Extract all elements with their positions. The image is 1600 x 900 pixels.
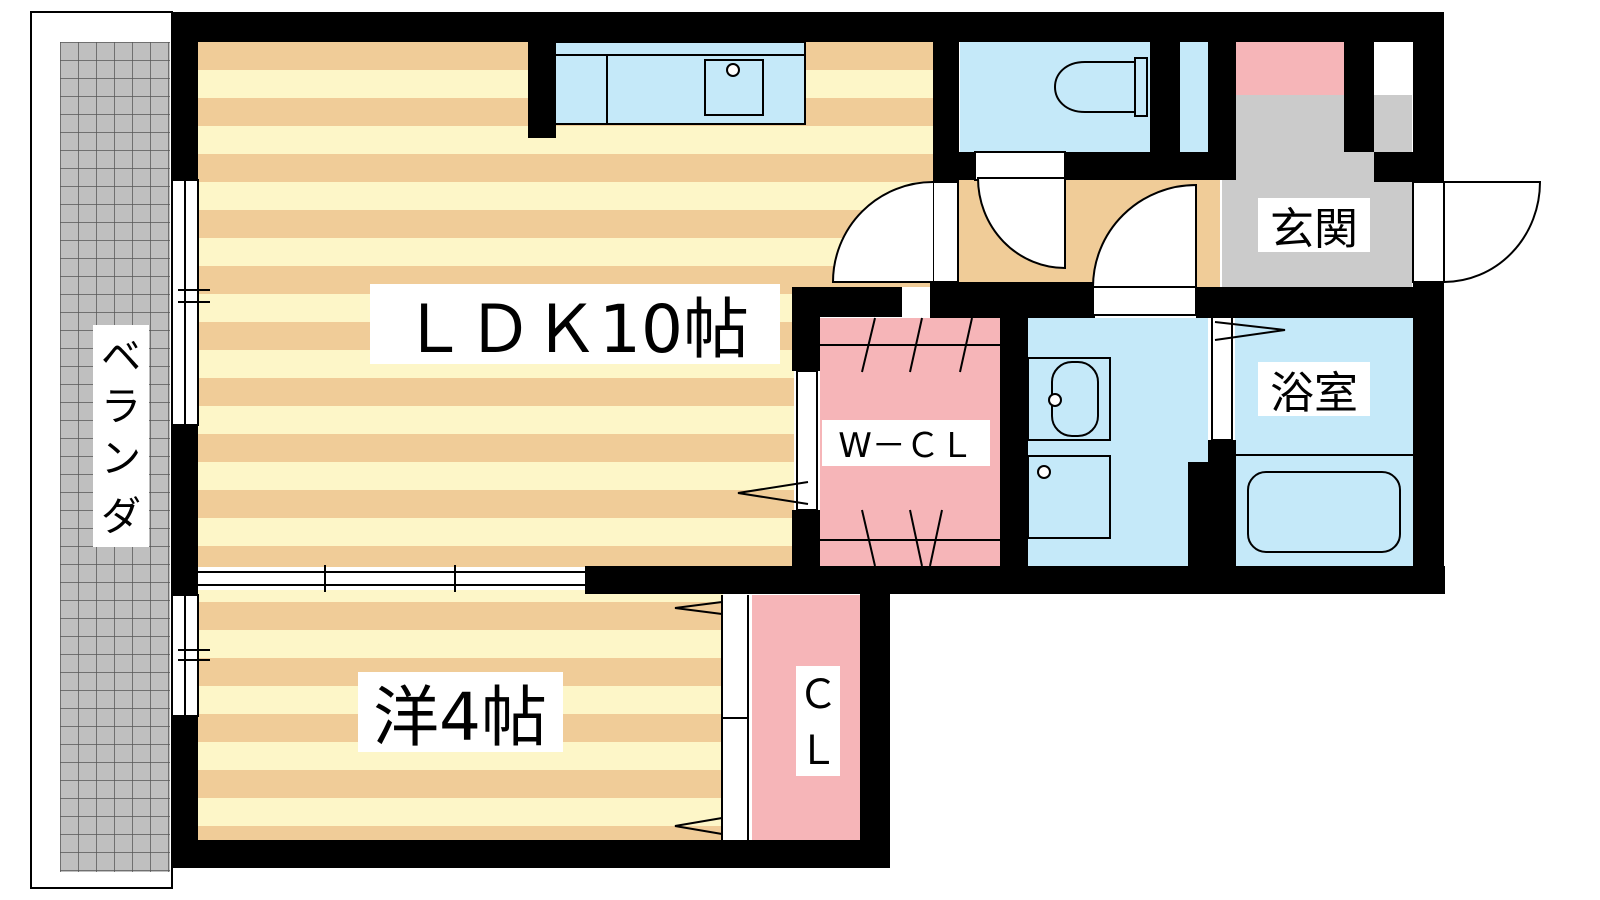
toilet-tank [1134, 57, 1148, 117]
entrance-label: 玄関 [1270, 204, 1358, 255]
western-room-label-bg [358, 672, 563, 752]
closet-label-bg [796, 666, 840, 776]
closet: Ｃ Ｌ [674, 595, 860, 841]
western-room-label: 洋4帖 [373, 679, 547, 756]
toilet-room [960, 42, 1208, 152]
veranda-label-char: ラ [101, 384, 141, 430]
ldk-label: ＬＤＫ10帖 [401, 291, 749, 368]
bathroom-label: 浴室 [1270, 368, 1358, 419]
door-swing [1091, 183, 1197, 288]
veranda-label-char: ダ [101, 494, 141, 540]
windows [171, 179, 210, 717]
ldk-label-bg [370, 284, 780, 364]
washroom [1027, 318, 1208, 566]
bathroom-label-bg [1258, 362, 1370, 416]
door-swing [831, 181, 934, 283]
ldk-room [198, 42, 933, 567]
faucet [1048, 393, 1062, 407]
toilet-bowl [1054, 61, 1136, 113]
bathtub [1247, 471, 1401, 553]
doors [737, 151, 1542, 511]
entrance-label-bg [1258, 198, 1370, 252]
closet-label-line2: Ｌ [798, 728, 838, 774]
walk-in-closet: W－ＣＬ [820, 317, 1000, 567]
walk-in-closet-label: W－ＣＬ [838, 426, 974, 466]
entrance: 玄関 [1222, 42, 1412, 287]
door-swing [976, 177, 1066, 270]
sliding-door [198, 565, 585, 592]
veranda-label-char: ン [101, 436, 141, 482]
veranda-label-bg [93, 325, 149, 547]
walk-in-closet-label-bg [822, 420, 990, 466]
drain [726, 63, 740, 77]
door-swing [1443, 181, 1542, 284]
veranda: ベ ラ ン ダ [30, 11, 173, 889]
shoe-storage [1236, 42, 1344, 95]
kitchen-counter [554, 41, 806, 125]
bathroom: 浴室 [1235, 318, 1413, 566]
closet-label-line1: Ｃ [798, 672, 838, 718]
veranda-label-char: ベ [101, 334, 141, 380]
